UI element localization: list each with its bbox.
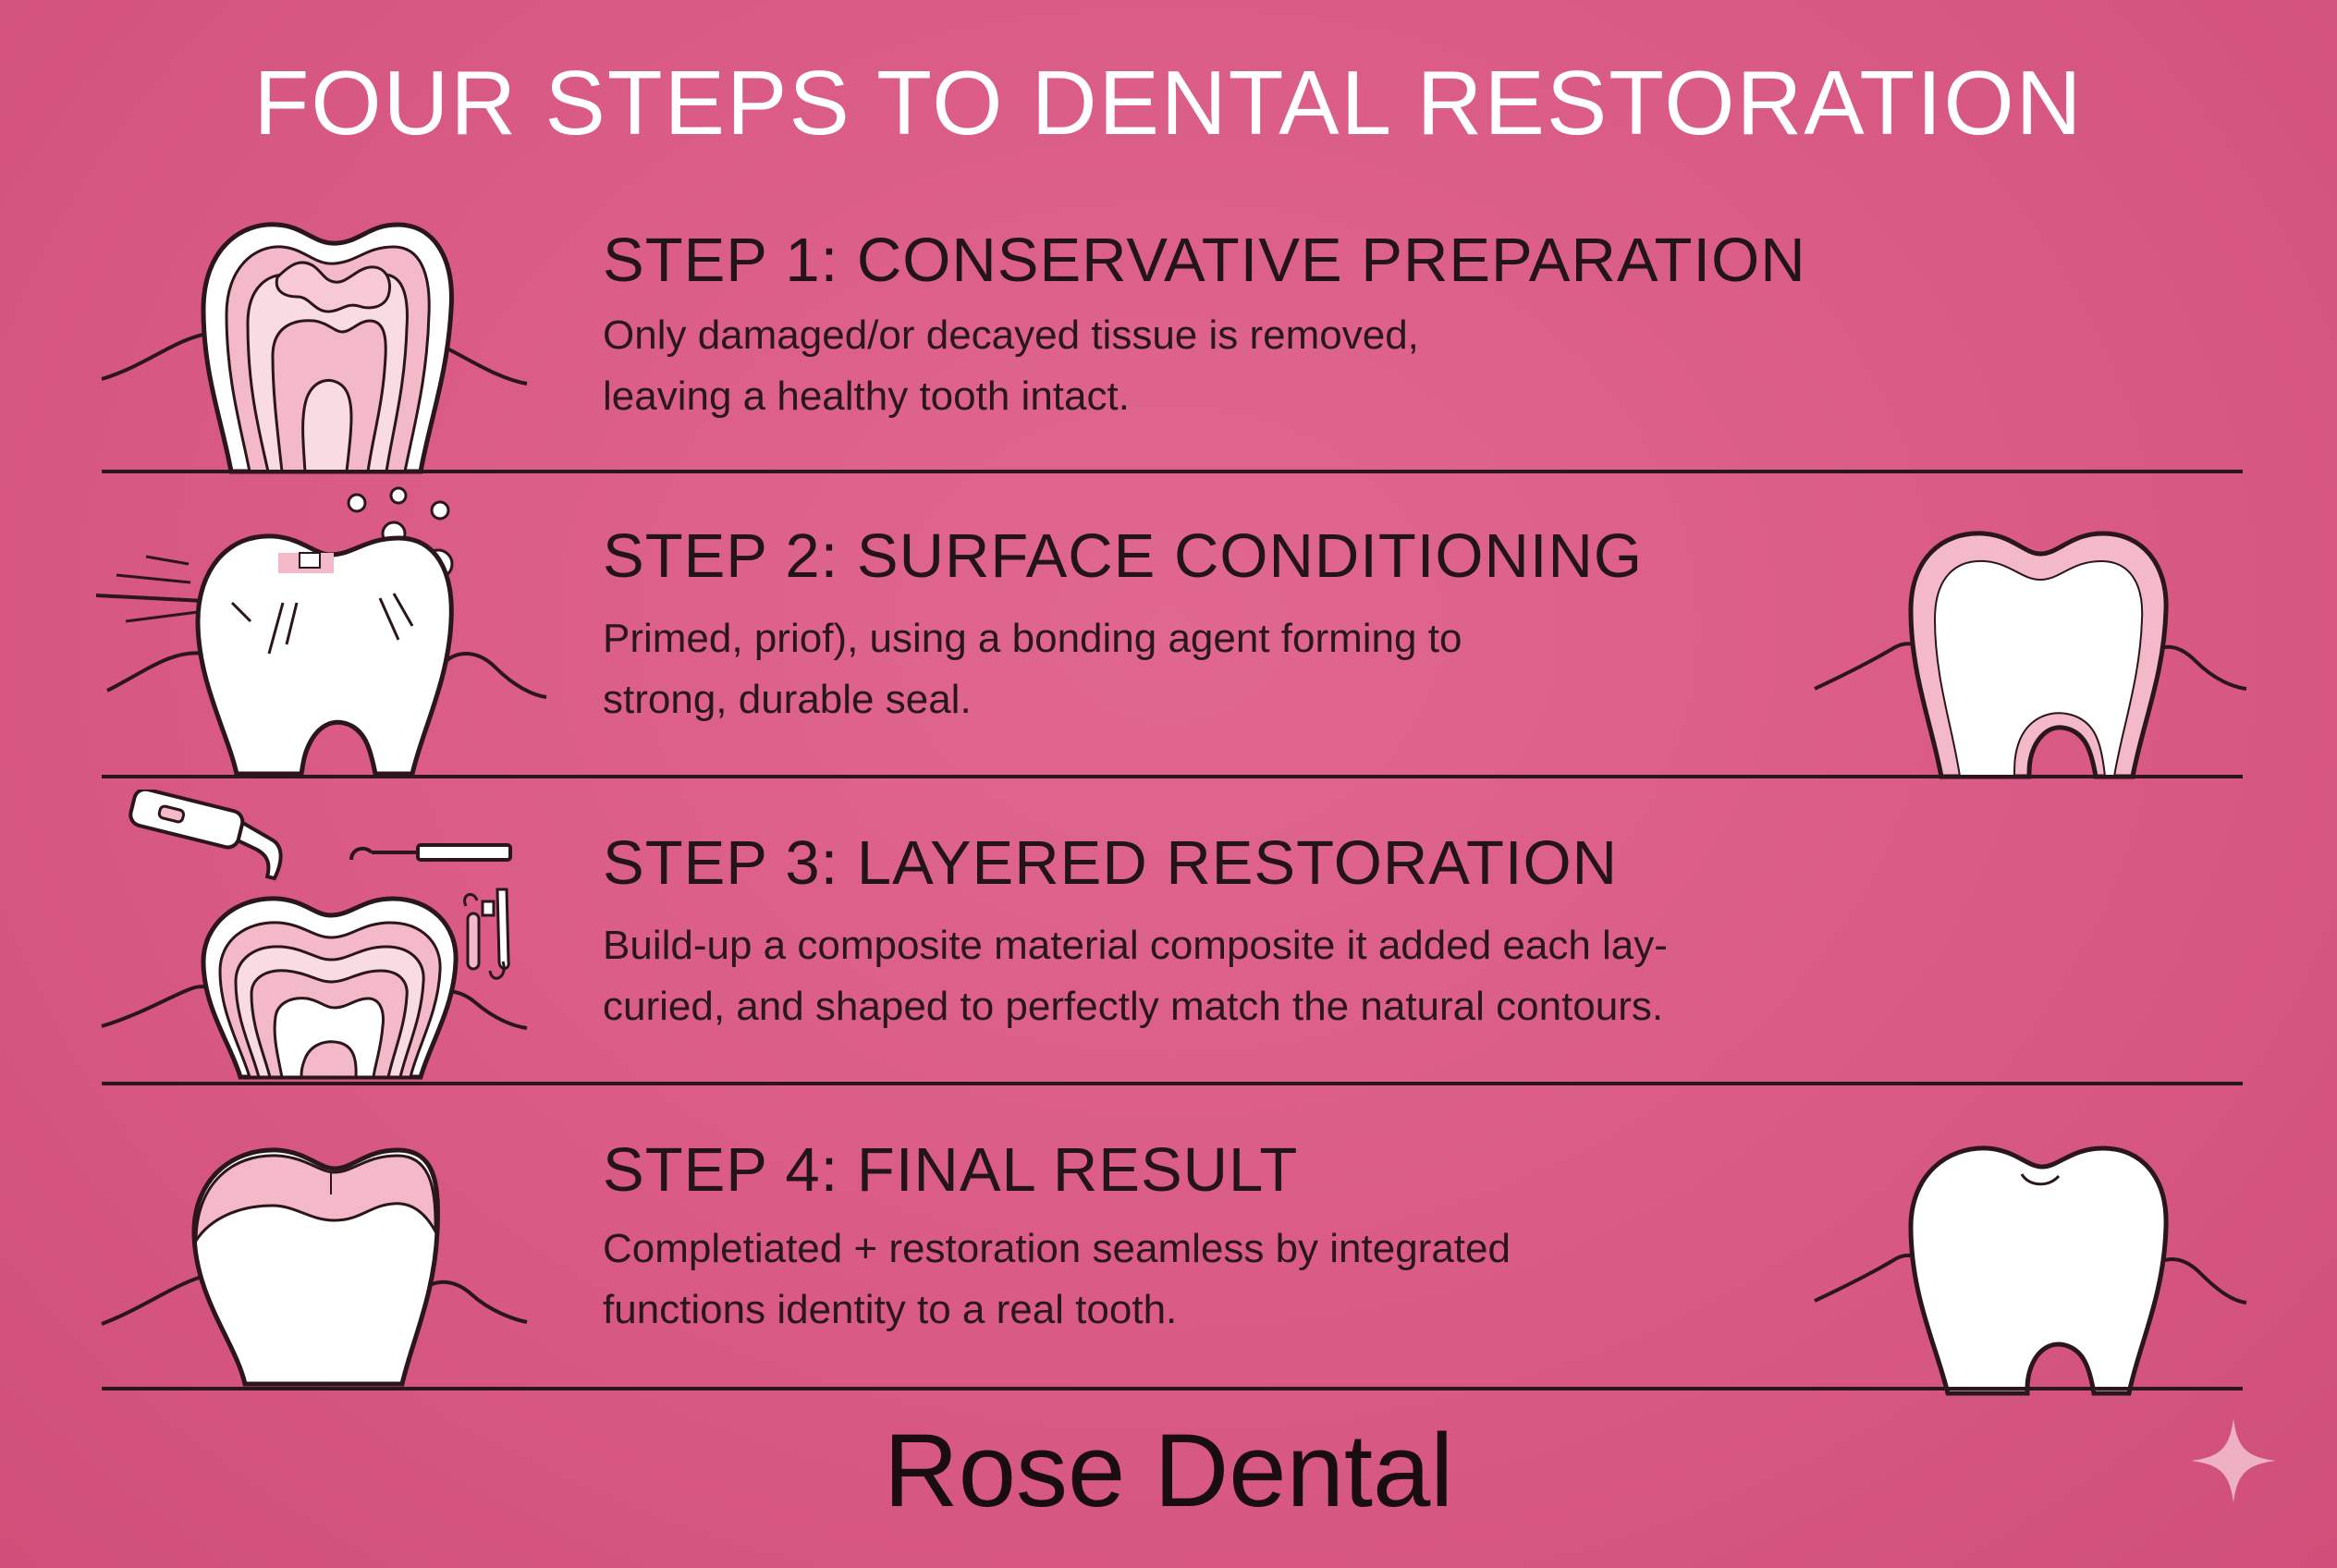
- step-1-line-2: leaving a healthy tooth intact.: [603, 374, 1130, 419]
- step-3-description: Build-up a composite material composite …: [603, 915, 1668, 1037]
- sparkle-icon: [2191, 1418, 2276, 1503]
- brand-name: Rose Dental: [883, 1413, 1454, 1528]
- step-1-description: Only damaged/or decayed tissue is remove…: [603, 305, 1419, 427]
- page-title: FOUR STEPS TO DENTAL RESTORATION: [253, 52, 2084, 153]
- step-4-line-2: functions identity to a real tooth.: [603, 1287, 1178, 1332]
- dental-instruments-icon: [349, 843, 512, 980]
- step-4-description: Completiated + restoration seamless by i…: [603, 1219, 1511, 1341]
- step-2-description: Primed, priof), using a bonding agent fo…: [603, 608, 1462, 730]
- step-2-line-2: strong, durable seal.: [603, 677, 972, 722]
- final-tooth-icon: [1814, 1145, 2247, 1396]
- layered-tooth-icon: [101, 896, 528, 1080]
- step-1-divider: [102, 470, 2243, 473]
- step-3-line-1: Build-up a composite material composite …: [603, 923, 1668, 968]
- step-4-section: STEP 4: FINAL RESULT Completiated + rest…: [101, 1135, 2247, 1396]
- restored-tooth-icon: [101, 1147, 528, 1387]
- step-4-divider: [102, 1387, 2243, 1390]
- step-4-heading: STEP 4: FINAL RESULT: [603, 1135, 1299, 1205]
- conditioning-tooth-icon: [95, 486, 547, 777]
- step-3-line-2: curied, and shaped to perfectly match th…: [603, 984, 1664, 1029]
- step-2-divider: [102, 775, 2243, 778]
- step-3-section: STEP 3: LAYERED RESTORATION Build-up a c…: [101, 790, 2243, 1085]
- curing-light-icon: [128, 790, 283, 881]
- sealed-tooth-icon: [1814, 531, 2247, 779]
- step-2-line-1: Primed, priof), using a bonding agent fo…: [603, 616, 1462, 661]
- step-1-line-1: Only damaged/or decayed tissue is remove…: [603, 312, 1419, 358]
- step-3-divider: [102, 1082, 2243, 1085]
- decayed-tooth-icon: [101, 222, 528, 474]
- step-2-heading: STEP 2: SURFACE CONDITIONING: [603, 521, 1643, 591]
- step-4-line-1: Completiated + restoration seamless by i…: [603, 1226, 1511, 1271]
- step-2-section: STEP 2: SURFACE CONDITIONING Primed, pri…: [0, 0, 2337, 779]
- step-3-heading: STEP 3: LAYERED RESTORATION: [603, 828, 1619, 898]
- step-1-heading: STEP 1: CONSERVATIVE PREPARATION: [603, 226, 1806, 295]
- step-1-section: STEP 1: CONSERVATIVE PREPARATION Only da…: [0, 0, 2337, 481]
